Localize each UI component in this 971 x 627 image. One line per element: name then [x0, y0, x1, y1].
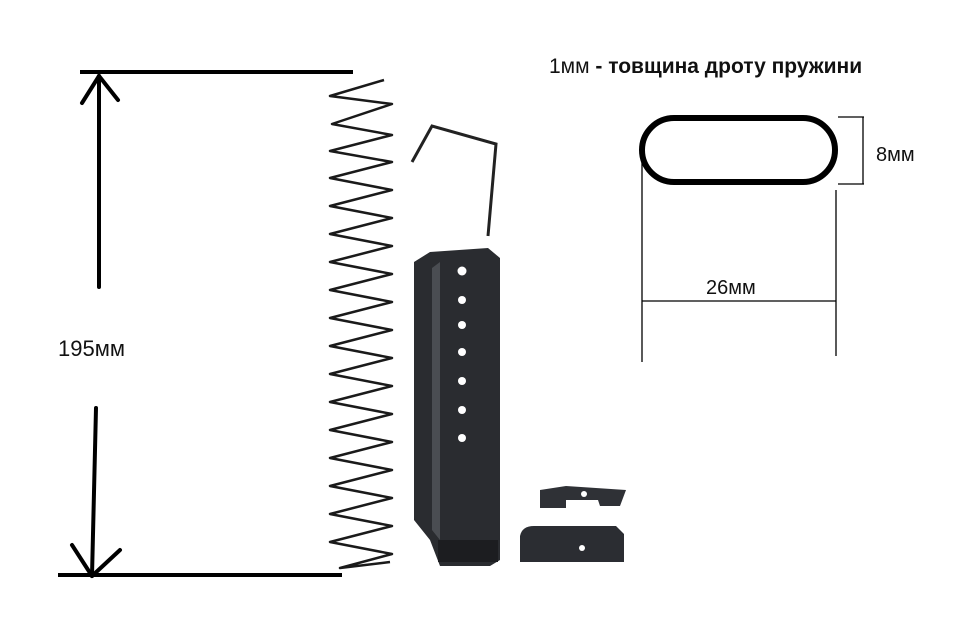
wire-thickness-text: - товщина дроту пружини: [589, 55, 863, 78]
cross-section-shape: [639, 115, 838, 185]
up-arrow-icon: [80, 74, 120, 289]
length-label: 195мм: [58, 336, 125, 361]
spring-illustration: [328, 78, 394, 570]
down-arrow-icon: [70, 406, 122, 578]
follower-illustration: [540, 486, 626, 508]
magazine-illustration: [414, 248, 500, 566]
cross-section-height-label: 8мм: [876, 144, 915, 166]
wire-thickness-caption: 1мм - товщина дроту пружини: [549, 55, 862, 79]
follower-wire-illustration: [410, 124, 498, 237]
wire-thickness-value: 1мм: [549, 55, 590, 78]
floorplate-illustration: [520, 526, 624, 562]
cross-section-width-label: 26мм: [706, 277, 756, 299]
